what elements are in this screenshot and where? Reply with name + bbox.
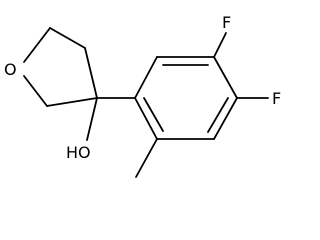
bond-aryl-methyl (135, 138, 158, 178)
bond-aryl-c4-c5 (213, 97, 238, 140)
bond-ring-c5-o (23, 75, 48, 107)
bond-c4-hydroxyl (86, 97, 98, 141)
fluorine-right-label: F (272, 89, 281, 108)
bond-ring-o-c2 (23, 27, 51, 63)
bond-ring-c4-c5 (46, 97, 98, 107)
oxygen-ring-label: O (4, 60, 17, 79)
bond-aryl-c3-c4 (213, 56, 238, 99)
bond-aryl-double-left (143, 97, 164, 132)
fluorine-top-label: F (222, 13, 231, 32)
bond-ring-c3-c4 (84, 47, 98, 99)
bond-aryl-c1-c2 (134, 56, 158, 99)
molecule-structure: O HO F F (4, 13, 281, 178)
hydroxyl-label: HO (66, 143, 91, 162)
bond-aryl-fluorine-top (213, 32, 227, 58)
bond-ring-c2-c3 (49, 27, 86, 49)
bond-aryl-c6-c1 (134, 97, 158, 140)
bond-aryl-double-right (207, 97, 229, 133)
